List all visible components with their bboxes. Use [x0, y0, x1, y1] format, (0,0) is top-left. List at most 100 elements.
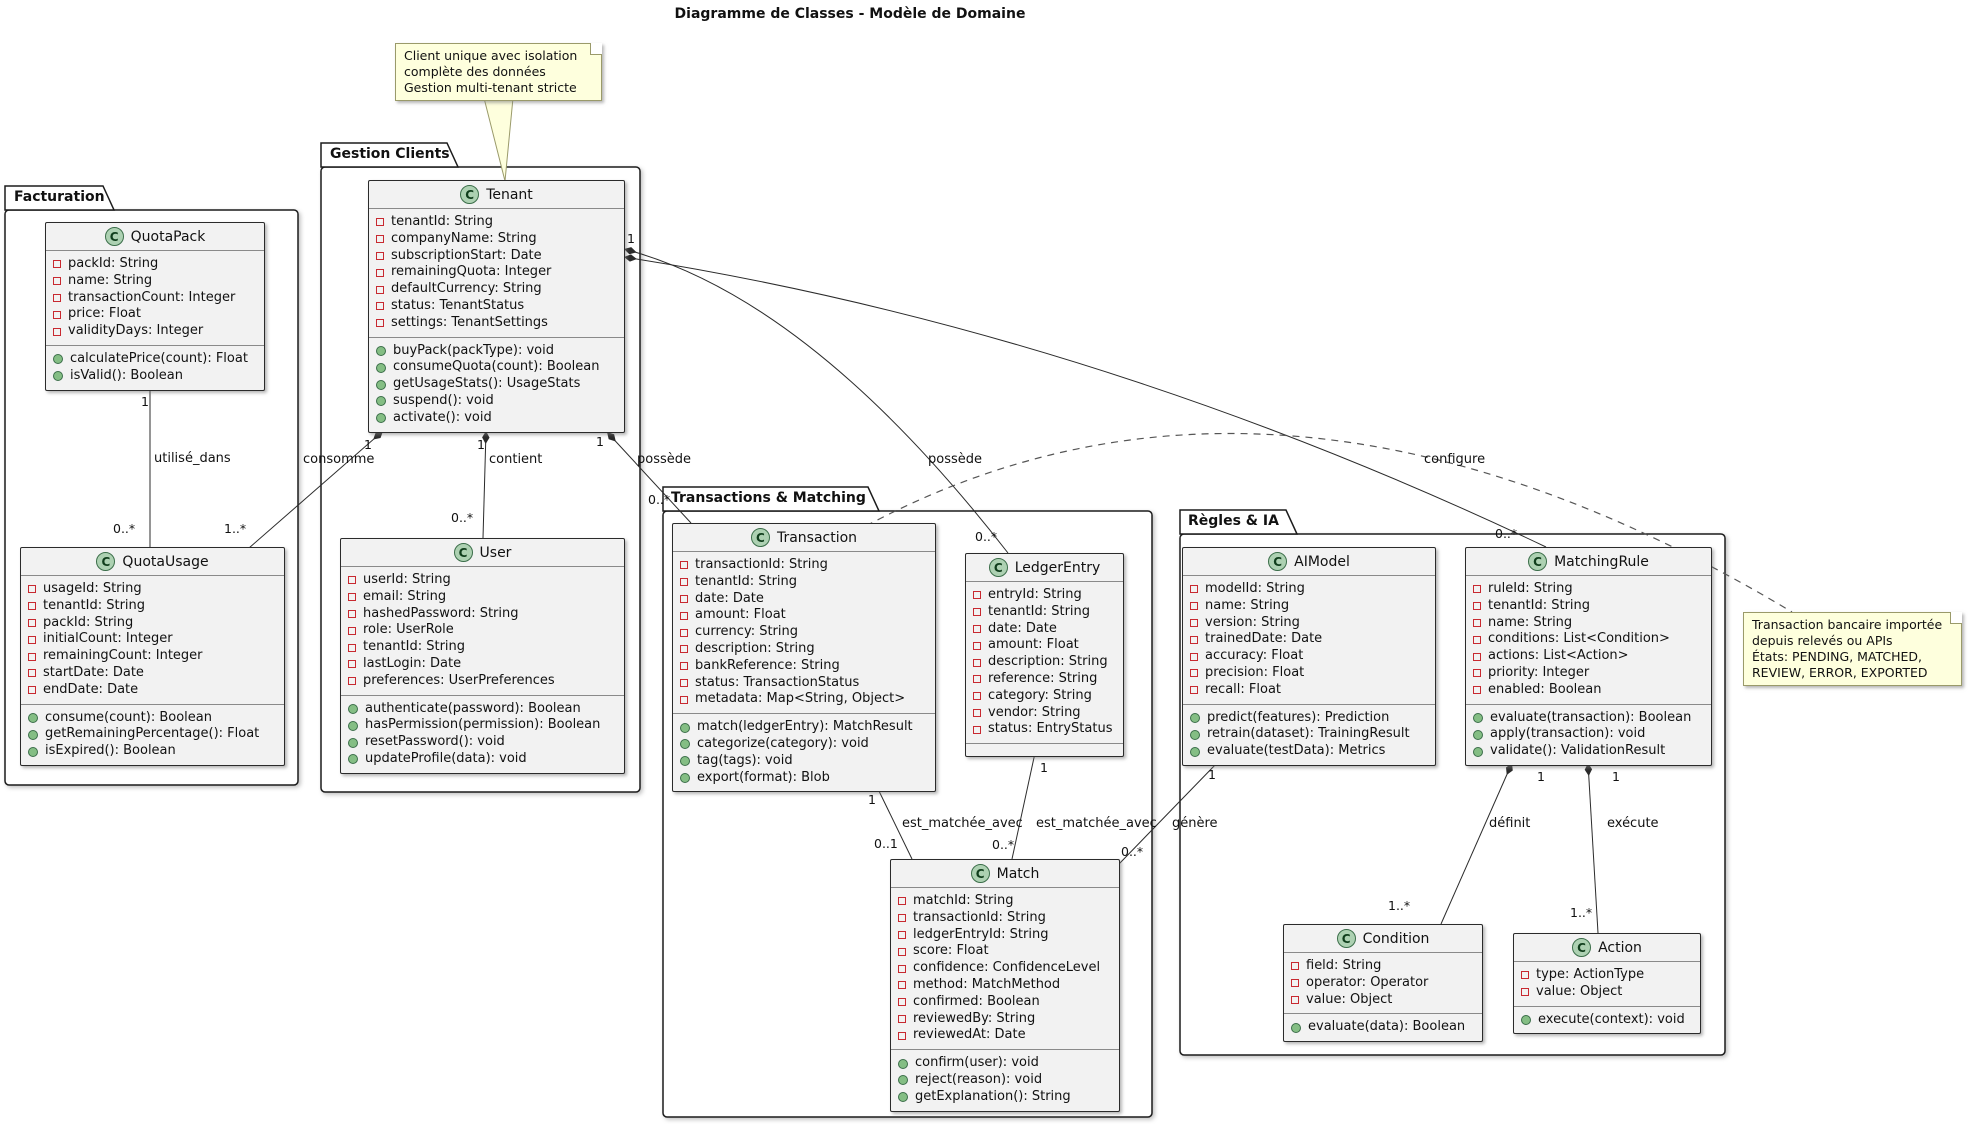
attribute-row: modelId: String [1190, 581, 1428, 598]
mult-tenant-right-1: 1 [627, 231, 635, 246]
member-text: enabled: Boolean [1488, 681, 1602, 697]
member-text: trainedDate: Date [1205, 631, 1323, 647]
note-line: Gestion multi-tenant stricte [404, 80, 577, 95]
attribute-row: accuracy: Float [1190, 648, 1428, 665]
note-line: REVIEW, ERROR, EXPORTED [1752, 665, 1928, 680]
attribute-row: name: String [1190, 598, 1428, 615]
attribute-row: matchId: String [898, 893, 1112, 910]
field-icon [680, 628, 688, 637]
edge-label-possede-ledgerentry: possède [928, 452, 982, 467]
field-icon [348, 593, 356, 602]
member-text: ruleId: String [1488, 581, 1573, 596]
field-icon [1190, 635, 1198, 644]
method-icon [1473, 712, 1483, 723]
member-text: status: TransactionStatus [695, 674, 860, 690]
attribute-row: ledgerEntryId: String [898, 927, 1112, 944]
field-icon [680, 578, 688, 587]
method-row: suspend(): void [376, 393, 617, 410]
attribute-row: score: Float [898, 943, 1112, 960]
method-row: isExpired(): Boolean [28, 743, 277, 760]
attribute-row: usageId: String [28, 581, 277, 598]
method-icon [53, 354, 63, 365]
edge-label-est-matchee-avec-1: est_matchée_avec [902, 816, 1023, 831]
member-text: currency: String [695, 624, 799, 640]
method-icon [898, 1092, 908, 1103]
attribute-row: tenantId: String [1473, 598, 1704, 615]
attribute-row: reference: String [973, 671, 1116, 688]
member-text: tenantId: String [695, 573, 798, 589]
note-line: complète des données [404, 64, 546, 79]
method-row: hasPermission(permission): Boolean [348, 717, 617, 734]
mult-match-01: 0..1 [874, 836, 898, 851]
member-text: description: String [695, 640, 815, 656]
member-text: price: Float [68, 306, 141, 322]
edge-label-genere: génère [1172, 816, 1218, 831]
class-badge-icon: C [1572, 938, 1592, 957]
attribute-row: reviewedBy: String [898, 1011, 1112, 1028]
attribute-row: name: String [53, 273, 257, 290]
mult-match-0n-left: 0..* [992, 837, 1015, 852]
member-text: usageId: String [43, 581, 142, 596]
mult-tenant-possede-1: 1 [596, 434, 604, 449]
method-row: calculatePrice(count): Float [53, 351, 257, 368]
mult-match-0n-right: 0..* [1121, 844, 1144, 859]
method-icon [348, 754, 358, 765]
member-text: getUsageStats(): UsageStats [393, 376, 581, 392]
field-icon [1190, 669, 1198, 678]
class-name: Tenant [486, 186, 533, 203]
field-icon [1473, 652, 1481, 661]
field-icon [28, 635, 36, 644]
attribute-row: lastLogin: Date [348, 656, 617, 673]
member-text: tenantId: String [988, 603, 1091, 619]
member-text: retrain(dataset): TrainingResult [1207, 726, 1410, 742]
field-icon [1521, 971, 1529, 980]
member-text: lastLogin: Date [363, 655, 462, 671]
field-icon [1473, 635, 1481, 644]
member-text: transactionId: String [695, 557, 828, 572]
field-icon [1473, 602, 1481, 611]
attribute-row: date: Date [680, 591, 928, 608]
member-text: accuracy: Float [1205, 648, 1304, 664]
attribute-row: status: TransactionStatus [680, 675, 928, 692]
member-text: getExplanation(): String [915, 1088, 1071, 1104]
attribute-row: tenantId: String [680, 574, 928, 591]
method-row: match(ledgerEntry): MatchResult [680, 719, 928, 736]
edge-label-est-matchee-avec-2: est_matchée_avec [1036, 816, 1157, 831]
method-row: apply(transaction): void [1473, 726, 1704, 743]
method-icon [1521, 1014, 1531, 1025]
attribute-row: entryId: String [973, 587, 1116, 604]
member-text: modelId: String [1205, 581, 1305, 596]
member-text: updateProfile(data): void [365, 750, 527, 766]
attribute-row: email: String [348, 589, 617, 606]
method-row: getRemainingPercentage(): Float [28, 726, 277, 743]
edge-label-possede-transaction: possède [637, 452, 691, 467]
attribute-row: transactionCount: Integer [53, 290, 257, 307]
attribute-row: tenantId: String [28, 598, 277, 615]
edge-label-contient: contient [489, 452, 543, 467]
note-fold-icon [1950, 612, 1962, 624]
edge-possede-transaction [606, 431, 692, 524]
field-icon [680, 594, 688, 603]
member-text: amount: Float [988, 637, 1079, 653]
attribute-row: startDate: Date [28, 665, 277, 682]
attribute-row: bankReference: String [680, 658, 928, 675]
package-title-facturation: Facturation [14, 189, 105, 205]
attribute-row: tenantId: String [348, 639, 617, 656]
attribute-row: userId: String [348, 572, 617, 589]
member-text: tenantId: String [391, 214, 494, 229]
attribute-row: operator: Operator [1291, 975, 1475, 992]
field-icon [1190, 585, 1198, 594]
attribute-row: ruleId: String [1473, 581, 1704, 598]
member-text: tenantId: String [43, 597, 146, 613]
